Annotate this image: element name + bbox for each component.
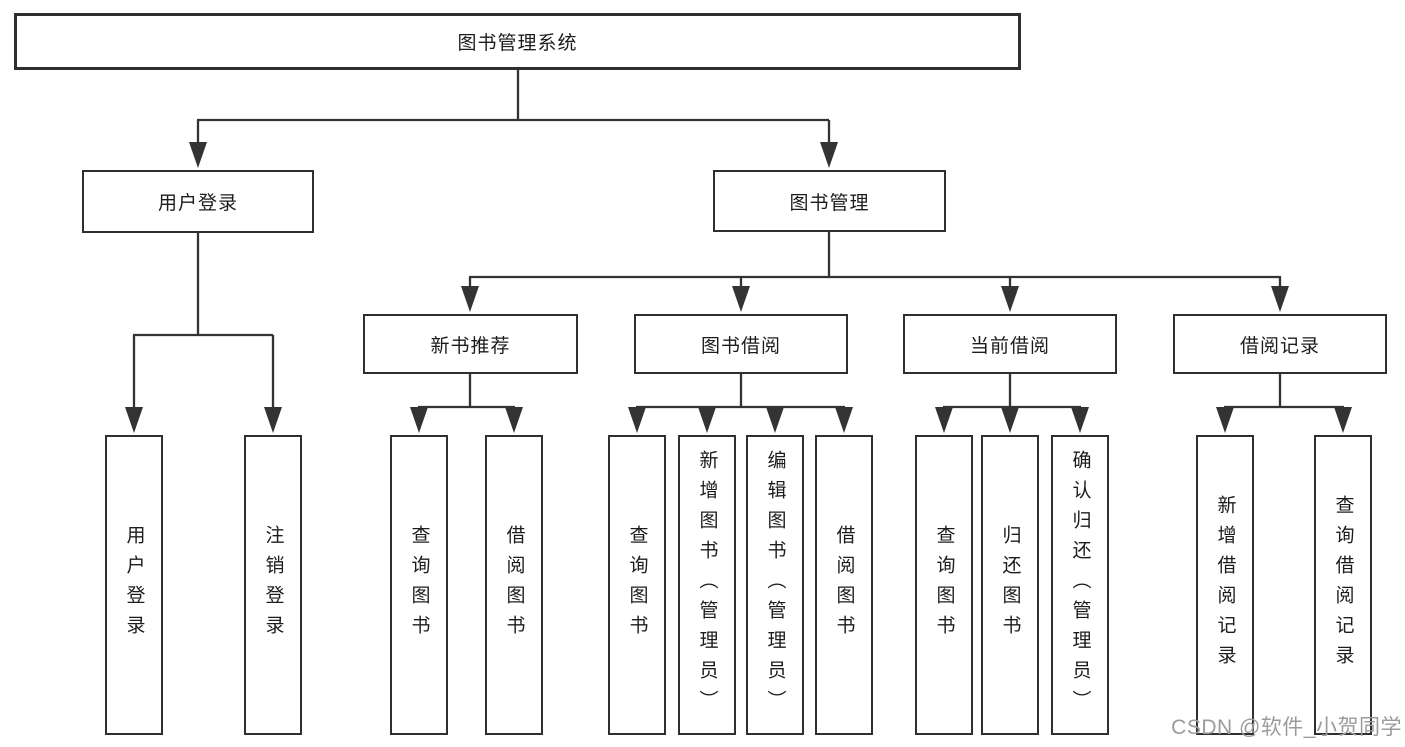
connector-current-borrow-to-leaves: [935, 374, 1089, 433]
leaf-borrow-books: 借阅图书: [815, 435, 873, 735]
leaf-query-books-borrow-label: 查询图书: [626, 525, 648, 645]
node-user-login: 用户登录: [82, 170, 314, 233]
leaf-borrow-books-label: 借阅图书: [833, 525, 855, 645]
node-root-system: 图书管理系统: [14, 13, 1021, 70]
node-current-borrow: 当前借阅: [903, 314, 1117, 374]
leaf-logout: 注销登录: [244, 435, 302, 735]
leaf-query-books-recommend-label: 查询图书: [408, 525, 430, 645]
leaf-user-login: 用户登录: [105, 435, 163, 735]
node-book-management-label: 图书管理: [789, 192, 870, 214]
leaf-query-books-current: 查询图书: [915, 435, 973, 735]
node-book-management: 图书管理: [713, 170, 946, 232]
node-new-book-recommend-label: 新书推荐: [430, 335, 511, 357]
leaf-logout-label: 注销登录: [262, 525, 284, 645]
node-borrow-records: 借阅记录: [1173, 314, 1387, 374]
leaf-add-books-admin: 新增图书（管理员）: [678, 435, 736, 735]
node-book-borrow-label: 图书借阅: [700, 335, 781, 357]
leaf-confirm-return-admin: 确认归还（管理员）: [1051, 435, 1109, 735]
node-user-login-label: 用户登录: [157, 193, 238, 214]
node-root-label: 图书管理系统: [457, 33, 578, 54]
leaf-query-borrow-record-label: 查询借阅记录: [1332, 495, 1354, 675]
leaf-add-borrow-record: 新增借阅记录: [1196, 435, 1254, 735]
node-book-borrow: 图书借阅: [634, 314, 848, 374]
leaf-add-books-admin-label: 新增图书（管理员）: [696, 450, 718, 720]
leaf-edit-books-admin: 编辑图书（管理员）: [746, 435, 804, 735]
node-current-borrow-label: 当前借阅: [969, 335, 1050, 357]
leaf-query-books-current-label: 查询图书: [933, 525, 955, 645]
connector-root-to-level2: [189, 70, 838, 168]
leaf-borrow-books-recommend-label: 借阅图书: [503, 525, 525, 645]
leaf-borrow-books-recommend: 借阅图书: [485, 435, 543, 735]
node-new-book-recommend: 新书推荐: [363, 314, 578, 374]
connector-user-login-to-leaves: [125, 233, 282, 433]
leaf-user-login-label: 用户登录: [123, 525, 145, 645]
node-borrow-records-label: 借阅记录: [1239, 335, 1320, 357]
connector-new-book-recommend-to-leaves: [410, 374, 523, 433]
leaf-query-books-borrow: 查询图书: [608, 435, 666, 735]
leaf-return-books: 归还图书: [981, 435, 1039, 735]
connector-book-management-to-level3: [461, 232, 1289, 312]
leaf-query-books-recommend: 查询图书: [390, 435, 448, 735]
leaf-return-books-label: 归还图书: [999, 525, 1021, 645]
connector-book-borrow-to-leaves: [628, 374, 853, 433]
csdn-watermark: CSDN @软件_小贺同学: [1171, 716, 1402, 739]
leaf-query-borrow-record: 查询借阅记录: [1314, 435, 1372, 735]
leaf-add-borrow-record-label: 新增借阅记录: [1214, 495, 1236, 675]
connector-borrow-records-to-leaves: [1216, 374, 1352, 433]
leaf-edit-books-admin-label: 编辑图书（管理员）: [764, 450, 786, 720]
leaf-confirm-return-admin-label: 确认归还（管理员）: [1069, 450, 1091, 720]
